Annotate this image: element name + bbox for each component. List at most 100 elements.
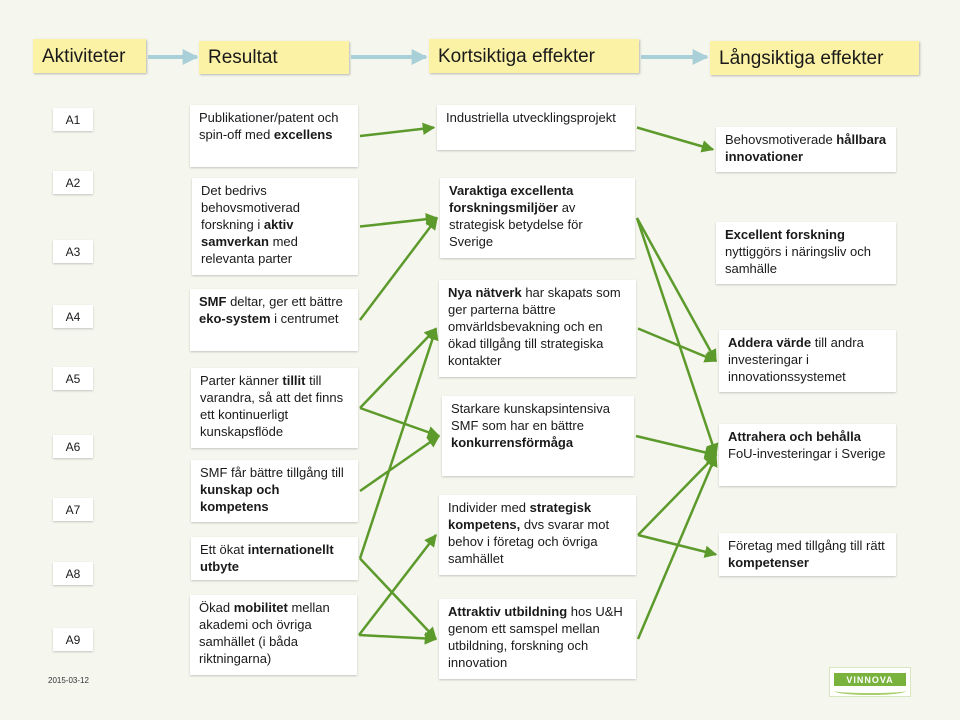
short-term-box: Individer med strategisk kompetens, dvs …	[439, 495, 636, 575]
result-box: Parter känner tillit till varandra, så a…	[191, 368, 358, 448]
activity-label: A9	[65, 632, 81, 647]
short-term-box: Varaktiga excellenta forskningsmiljöer a…	[440, 178, 635, 258]
header-kortsiktiga-label: Kortsiktiga effekter	[438, 45, 596, 67]
connector-arrow	[359, 217, 438, 321]
bold-text: aktiv samverkan	[201, 217, 294, 249]
text-segment: Det bedrivs behovsmotiverad forskning i	[201, 183, 300, 232]
logo-swoosh	[834, 687, 906, 695]
header-resultat: Resultat	[199, 41, 349, 74]
short-term-box: Attraktiv utbildning hos U&H genom ett s…	[439, 599, 636, 679]
bold-text: hållbara innovationer	[725, 132, 887, 164]
connector-arrow	[359, 327, 437, 409]
activity-label: A3	[65, 244, 81, 259]
activity-a6: A6	[53, 435, 93, 458]
text-segment: har skapats som ger parterna bättre omvä…	[448, 285, 621, 368]
connector-arrow	[358, 534, 437, 636]
bold-text: Excellent forskning	[725, 227, 845, 242]
connector-arrow	[359, 213, 439, 228]
bold-text: kunskap och kompetens	[200, 482, 280, 514]
activity-a3: A3	[53, 240, 93, 263]
activity-label: A4	[65, 309, 81, 324]
text-segment: Ett ökat	[200, 542, 248, 557]
bold-text: Varaktiga excellenta forskningsmiljöer	[449, 183, 574, 215]
connector-arrow	[637, 533, 718, 558]
connector-arrow	[636, 126, 715, 153]
header-aktiviteter-label: Aktiviteter	[42, 45, 126, 67]
text-segment: nyttiggörs i näringsliv och samhälle	[725, 244, 871, 276]
text-segment: mellan akademi och övriga samhället (i b…	[199, 600, 330, 666]
connector-arrow	[359, 406, 441, 439]
text-segment: Ökad	[199, 600, 234, 615]
connector-arrow	[359, 557, 437, 640]
connector-arrow	[358, 327, 439, 559]
text-segment: Individer med	[448, 500, 530, 515]
connector-arrow	[637, 454, 717, 536]
activity-label: A7	[65, 502, 81, 517]
connector-arrow	[358, 632, 438, 645]
result-box: Publikationer/patent och spin-off med ex…	[190, 105, 358, 167]
text-segment: med relevanta parter	[201, 234, 298, 266]
text-segment: till varandra, så att det finns ett kont…	[200, 373, 344, 439]
connector-arrow	[636, 453, 718, 640]
connector-arrow	[637, 327, 718, 363]
bold-text: excellens	[273, 127, 333, 142]
vinnova-logo: VINNOVA	[829, 667, 911, 697]
bold-text: Attraktiv utbildning	[448, 604, 568, 619]
long-term-box: Addera värde till andra investeringar i …	[719, 330, 896, 392]
activity-a1: A1	[53, 108, 93, 131]
bold-text: mobilitet	[233, 600, 288, 615]
text-segment: hos U&H genom ett samspel mellan utbildn…	[448, 604, 623, 670]
header-kortsiktiga: Kortsiktiga effekter	[429, 39, 639, 73]
connector-arrow	[635, 217, 719, 457]
long-term-box: Excellent forskning nyttiggörs i närings…	[716, 222, 896, 284]
activity-label: A2	[65, 175, 81, 190]
result-box: Ökad mobilitet mellan akademi och övriga…	[190, 595, 357, 675]
activity-label: A1	[65, 112, 81, 127]
bold-text: SMF	[199, 294, 227, 309]
logo-wordmark: VINNOVA	[834, 673, 906, 686]
bold-text: kompetenser	[728, 555, 809, 570]
connector-arrow	[635, 217, 718, 363]
activity-a4: A4	[53, 305, 93, 328]
text-segment: Industriella utvecklingsprojekt	[446, 110, 616, 125]
text-segment: dvs svarar mot behov i företag och övrig…	[448, 517, 610, 566]
result-box: Ett ökat internationellt utbyte	[191, 537, 358, 580]
activity-a7: A7	[53, 498, 93, 521]
bold-text: tillit	[282, 373, 306, 388]
result-box: Det bedrivs behovsmotiverad forskning i …	[192, 178, 358, 275]
long-term-box: Attrahera och behålla FoU-investeringar …	[719, 424, 896, 486]
text-segment: av strategisk betydelse för Sverige	[449, 200, 583, 249]
result-box: SMF deltar, ger ett bättre eko-system i …	[190, 289, 358, 351]
long-term-box: Företag med tillgång till rätt kompetens…	[719, 533, 896, 576]
header-langsiktiga: Långsiktiga effekter	[710, 41, 919, 75]
date-label: 2015-03-12	[48, 676, 89, 685]
activity-a8: A8	[53, 562, 93, 585]
text-segment: Behovsmotiverade	[725, 132, 837, 147]
text-segment: i centrumet	[270, 311, 339, 326]
bold-text: Addera värde	[728, 335, 812, 350]
text-segment: SMF får bättre tillgång till	[200, 465, 344, 480]
long-term-box: Behovsmotiverade hållbara innovationer	[716, 127, 896, 172]
text-segment: deltar, ger ett bättre	[226, 294, 343, 309]
connector-arrow	[359, 122, 436, 138]
bold-text: internationellt utbyte	[200, 542, 334, 574]
result-box: SMF får bättre tillgång till kunskap och…	[191, 460, 358, 522]
header-langsiktiga-label: Långsiktiga effekter	[719, 47, 884, 69]
text-segment: Publikationer/patent och spin-off med	[199, 110, 339, 142]
activity-a2: A2	[53, 171, 93, 194]
header-resultat-label: Resultat	[208, 47, 278, 68]
connector-arrow	[635, 434, 718, 459]
activity-label: A5	[65, 371, 81, 386]
bold-text: Nya nätverk	[448, 285, 522, 300]
header-aktiviteter: Aktiviteter	[33, 39, 146, 73]
text-segment: FoU-investeringar i Sverige	[728, 446, 886, 461]
short-term-box: Starkare kunskapsintensiva SMF som har e…	[442, 396, 634, 476]
text-segment: till andra investeringar i innovationssy…	[728, 335, 864, 384]
bold-text: Attrahera och behålla	[728, 429, 861, 444]
activity-a9: A9	[53, 628, 93, 651]
bold-text: strategisk kompetens,	[448, 500, 592, 532]
short-term-box: Industriella utvecklingsprojekt	[437, 105, 635, 150]
text-segment: Parter känner	[200, 373, 283, 388]
text-segment: Starkare kunskapsintensiva SMF som har e…	[451, 401, 610, 433]
